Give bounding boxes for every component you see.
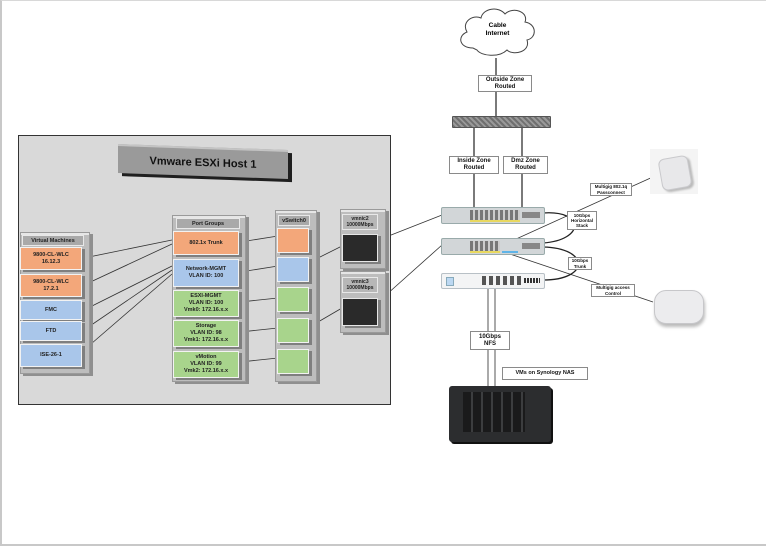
port-group-card: Storage VLAN ID: 98 Vmk1: 172.16.x.x — [173, 320, 239, 347]
port-group-card: ESXI-MGMT VLAN ID: 100 Vmk0: 172.16.x.x — [173, 290, 239, 317]
synology-nas — [449, 386, 551, 442]
link-access-label: Multigig access Control — [591, 284, 635, 297]
port-group-card: vMotion VLAN ID: 99 Vmk2: 172.16.x.x — [173, 351, 239, 378]
dmz-zone-label: Dmz Zone Routed — [503, 156, 548, 174]
vm-stack-header: Virtual Machines — [22, 235, 84, 246]
inside-zone-label: Inside Zone Routed — [449, 156, 499, 174]
link-nfs-label: 10Gbps NFS — [470, 331, 510, 350]
switch-2 — [441, 238, 545, 255]
vswitch-port — [277, 318, 309, 343]
port-group-card: 802.1x Trunk — [173, 231, 239, 255]
outside-zone-label: Outside Zone Routed — [478, 75, 532, 92]
vmnic3-port — [342, 298, 378, 326]
vswitch-header: vSwitch0 — [278, 215, 310, 226]
cloud-label: Cable Internet — [485, 22, 510, 37]
access-point-top — [650, 149, 698, 194]
vswitch-port — [277, 257, 309, 282]
port-groups-header: Port Groups — [176, 218, 240, 229]
vswitch-port — [277, 349, 309, 374]
vmnic3-label: vmnic3 10000Mbps — [342, 277, 378, 293]
vm-card: ISE-26-1 — [20, 344, 82, 367]
switch-3 — [441, 273, 545, 289]
vm-card: 9800-CL-WLC 16.12.3 — [20, 247, 82, 270]
vswitch-port — [277, 228, 309, 253]
link-stack-label: 10Gbps Horizontal Stack — [567, 211, 597, 230]
firewall-device — [452, 116, 551, 128]
cloud-icon — [460, 8, 535, 56]
link-passconnect-label: Multigig 802.1q Passconnect — [590, 183, 632, 196]
nas-label: VMs on Synology NAS — [502, 367, 588, 380]
vm-card: FTD — [20, 321, 82, 341]
link-trunk-label: 10Gbps Trunk — [568, 257, 592, 270]
link-vmnic2-switch — [385, 214, 443, 238]
vswitch-port — [277, 287, 309, 312]
vmnic2-port — [342, 234, 378, 262]
port-group-card: Network-MGMT VLAN ID: 100 — [173, 259, 239, 287]
switch-1 — [441, 207, 545, 224]
vm-card: FMC — [20, 300, 82, 320]
vm-card: 9800-CL-WLC 17.2.1 — [20, 274, 82, 297]
vmnic2-label: vmnic2 10000Mbps — [342, 214, 378, 230]
link-vmnic3-switch — [385, 244, 443, 296]
access-point-bottom — [648, 284, 708, 328]
